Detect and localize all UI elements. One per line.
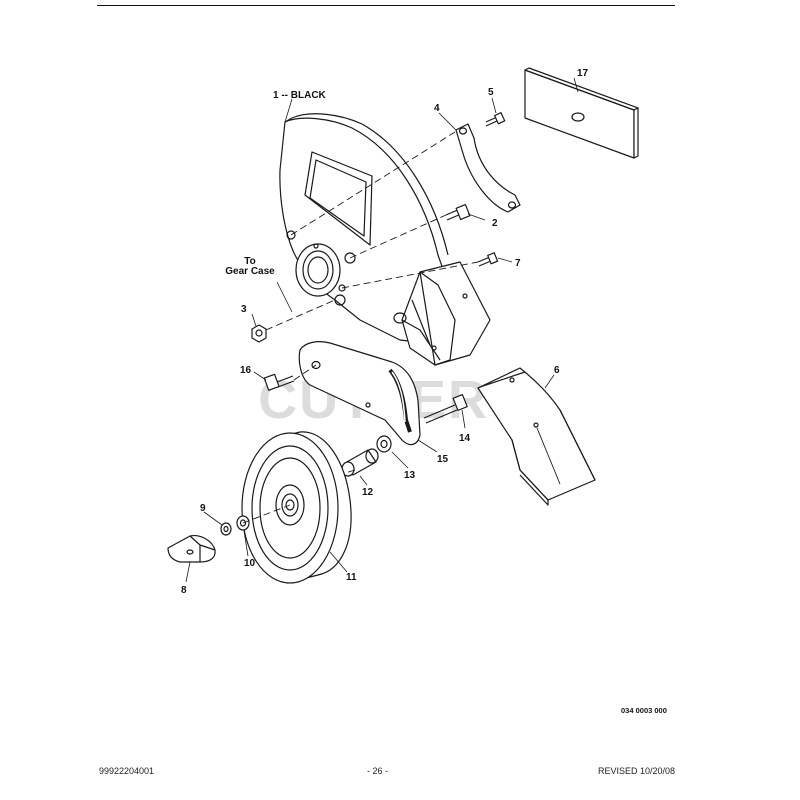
label-gear-case-line2: Gear Case [225, 266, 275, 277]
footer-revised-date: REVISED 10/20/08 [598, 766, 676, 776]
part-5-bolt [485, 112, 506, 127]
drawing-number: 034 0003 000 [621, 706, 667, 715]
part-14-bolt [423, 393, 468, 424]
part-2-bolt [445, 203, 471, 221]
housing-mount-bracket [393, 261, 491, 366]
part-8-knob [167, 535, 216, 563]
part-11-wheel [241, 431, 352, 584]
label-part-9: 9 [200, 503, 206, 514]
part-9-washer [220, 522, 232, 536]
part-15-arm-plate [298, 341, 421, 446]
label-part-11: 11 [346, 572, 357, 583]
label-part-3: 3 [241, 304, 247, 315]
label-part-5: 5 [488, 87, 494, 98]
part-13-washer [376, 435, 392, 453]
part-16-bolt [263, 373, 295, 391]
part-17-plate [524, 67, 639, 159]
label-part-7: 7 [515, 258, 521, 269]
assembly-dash-lines [242, 131, 479, 524]
label-part-14: 14 [459, 433, 471, 444]
leader-lines [185, 77, 579, 583]
label-part-17: 17 [577, 68, 589, 79]
top-rule [97, 5, 675, 6]
part-7-bolt [477, 252, 499, 267]
label-part-6: 6 [554, 365, 560, 376]
part-3-nut [251, 324, 267, 343]
part-4-bracket [455, 123, 521, 213]
label-part-2: 2 [492, 218, 498, 229]
label-part-16: 16 [240, 365, 252, 376]
part-12-spacer [341, 448, 379, 477]
footer-part-number: 99922204001 [99, 766, 155, 776]
part-6-deflector [477, 367, 596, 506]
label-gear-case-line1: To [244, 256, 255, 267]
footer-page-number: - 26 - [367, 766, 389, 776]
label-part-13: 13 [404, 470, 416, 481]
label-part-1: 1 -- BLACK [273, 90, 327, 101]
label-part-10: 10 [244, 558, 256, 569]
label-part-4: 4 [434, 103, 440, 114]
label-part-15: 15 [437, 454, 449, 465]
label-part-12: 12 [362, 487, 374, 498]
label-part-8: 8 [181, 585, 187, 596]
